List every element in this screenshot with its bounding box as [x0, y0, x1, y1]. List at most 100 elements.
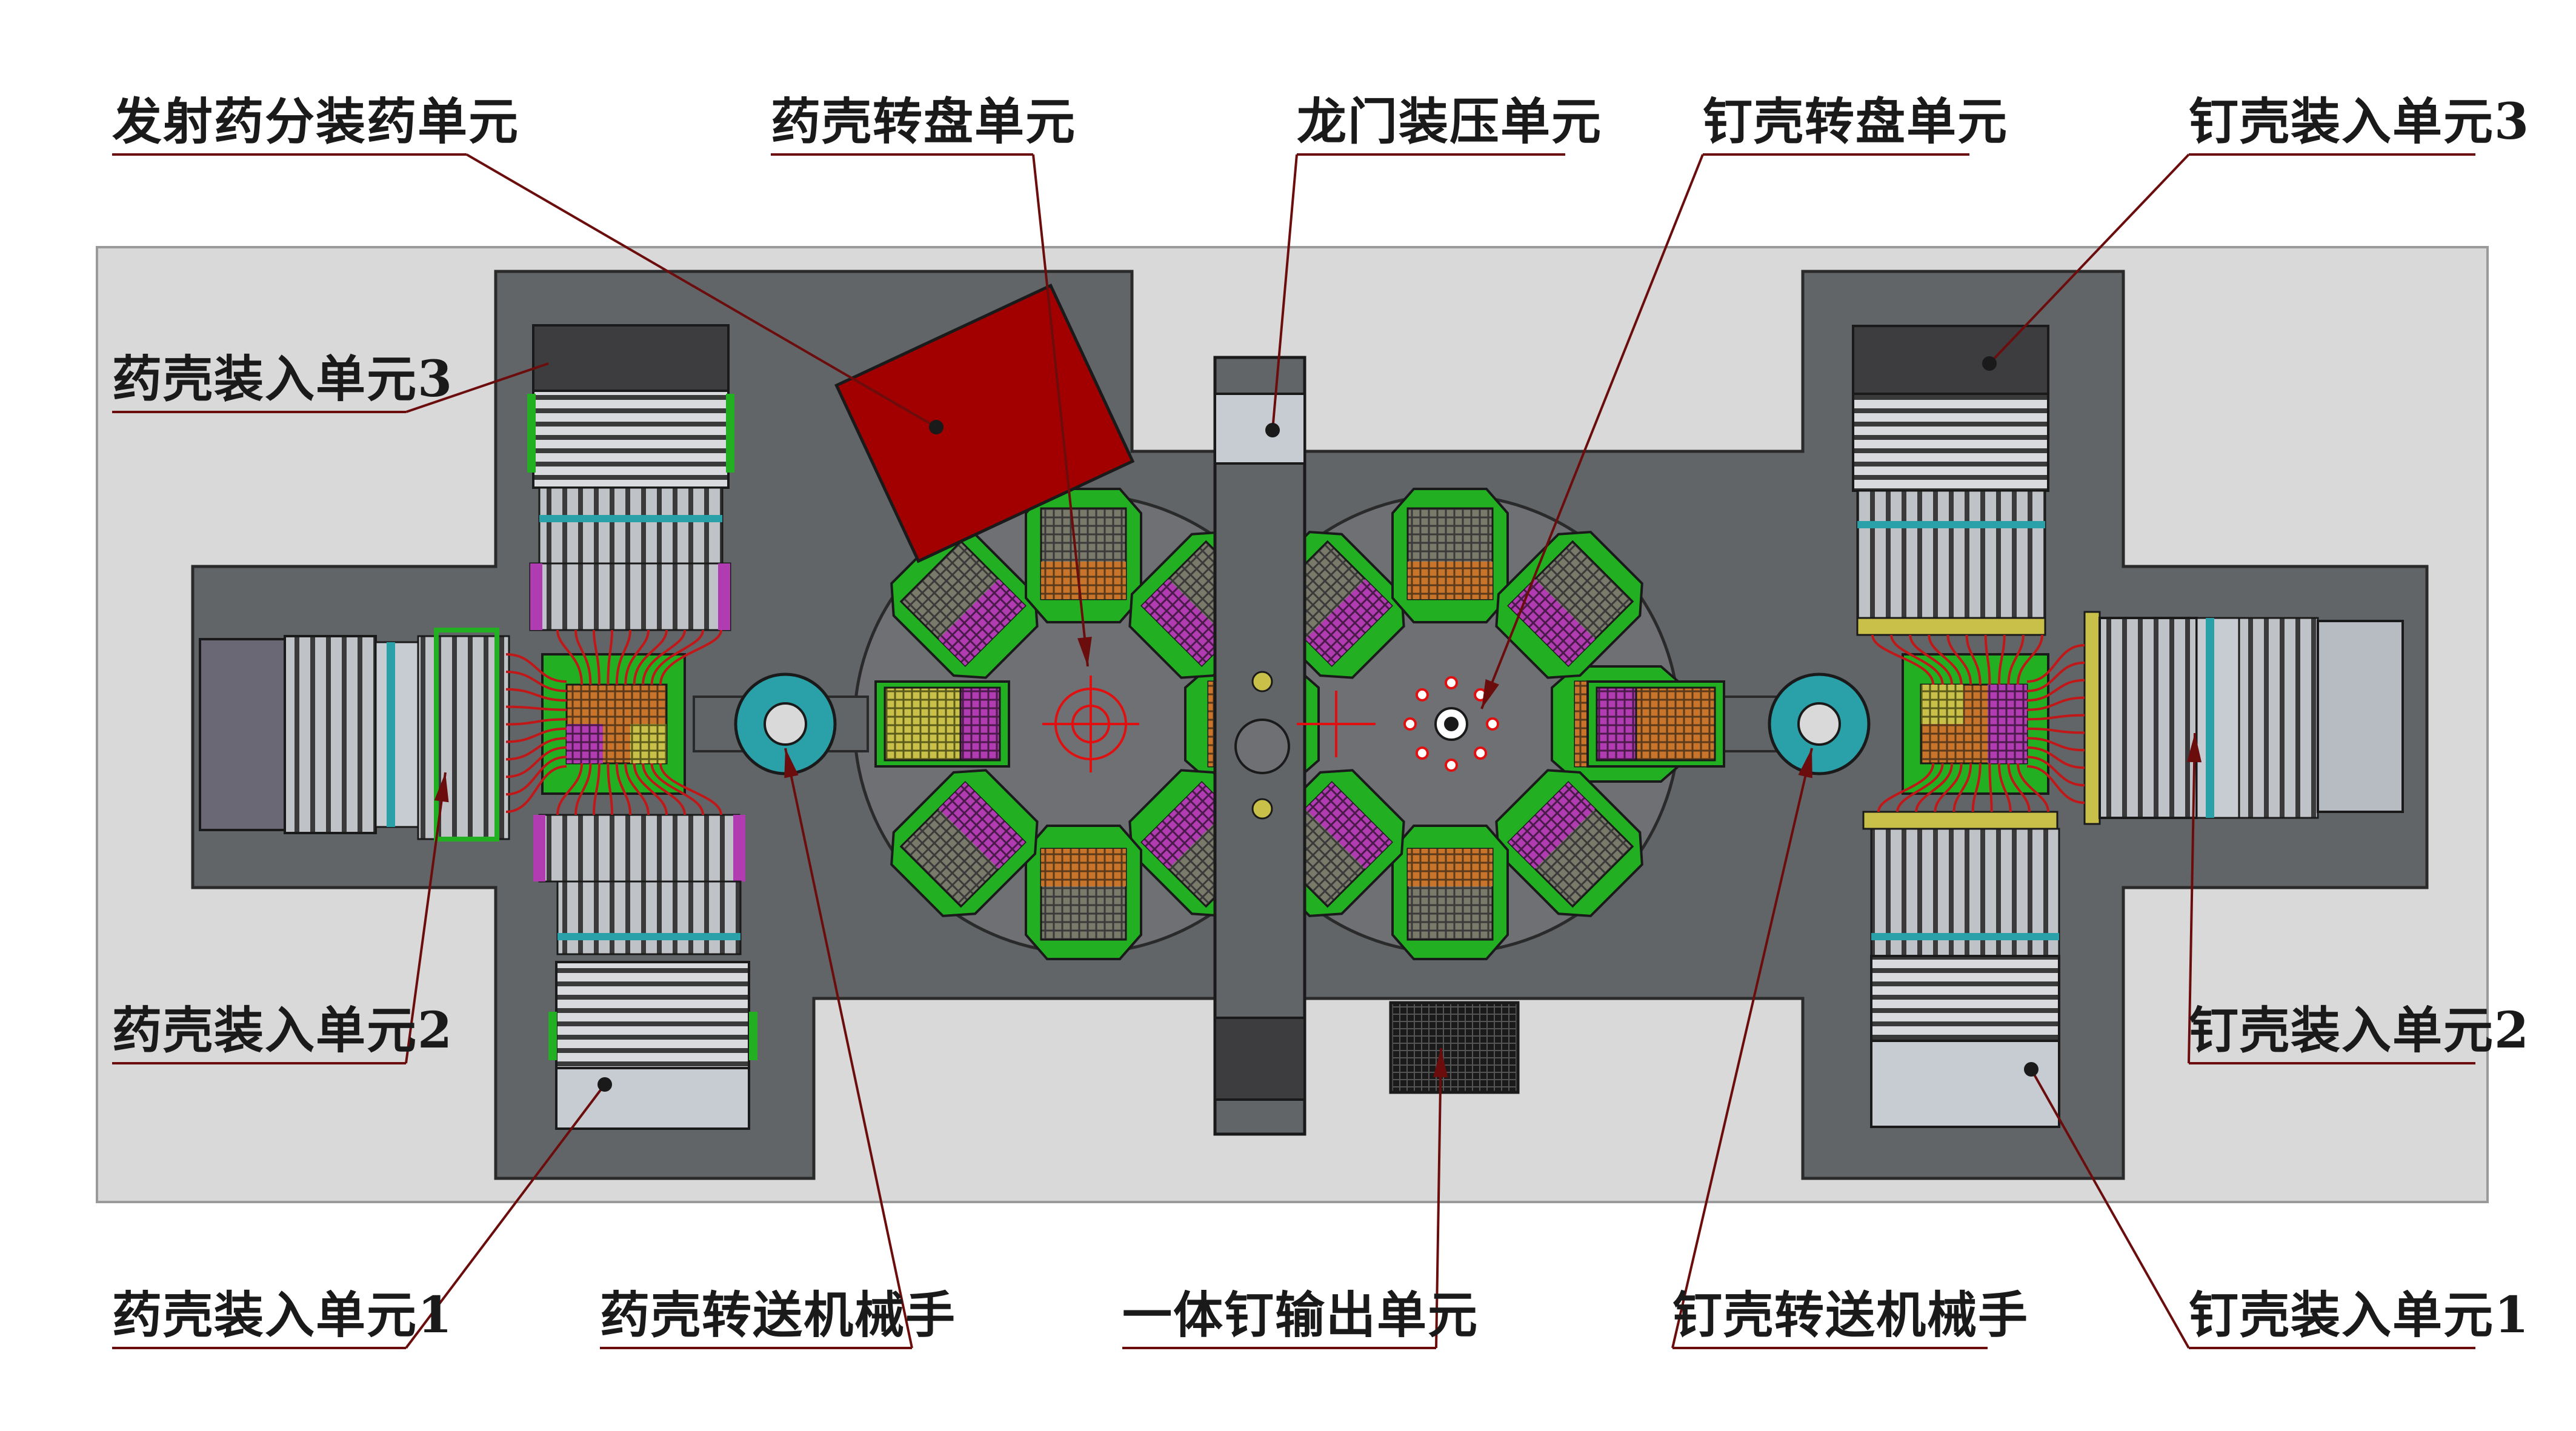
nail-output-unit	[1389, 1001, 1520, 1094]
leader-arrow	[784, 748, 799, 779]
leader-line	[1271, 153, 1565, 431]
powder-load-unit-3	[527, 324, 734, 631]
feed-wire	[574, 629, 592, 685]
feed-wire	[615, 629, 631, 685]
turntable-nest	[1391, 488, 1509, 623]
nail-turntable-center	[1434, 707, 1468, 741]
center-bolt	[1415, 746, 1429, 760]
feed-wire	[1896, 763, 1944, 812]
turntable-nest	[1586, 680, 1725, 768]
feed-wire	[505, 670, 567, 692]
feed-wire	[2026, 765, 2085, 804]
leader-line	[112, 772, 447, 1064]
label-launch-powder-unit: 发射药分装药单元	[112, 93, 520, 151]
label-nail-load-unit-2: 钉壳装入单元2	[2189, 1001, 2531, 1060]
label-nail-transfer-robot: 钉壳转送机械手	[1672, 1286, 2029, 1344]
gantry-press	[1213, 356, 1376, 1136]
feed-wire	[505, 727, 567, 743]
label-powder-load-unit-1: 药壳装入单元1	[112, 1286, 454, 1344]
feed-wire	[2026, 714, 2085, 721]
feed-wire	[2026, 644, 2085, 683]
leader-line	[1988, 153, 2475, 365]
feed-wire	[574, 763, 592, 815]
feed-wire	[1909, 634, 1954, 685]
feed-wire	[2007, 763, 2031, 812]
powder-load-unit-2	[199, 628, 510, 842]
leader-dot	[597, 1077, 612, 1092]
feed-wire	[607, 629, 613, 685]
turntable-nest	[874, 680, 1010, 768]
feed-wire	[1890, 634, 1944, 685]
leader-arrow	[1798, 748, 1812, 779]
leader-line	[112, 362, 549, 413]
feed-wire	[650, 763, 704, 815]
leader-arrow	[2187, 733, 2202, 763]
leader-line	[1480, 153, 1969, 709]
feed-wire	[2026, 679, 2085, 702]
leader-line	[1671, 748, 1988, 1349]
center-bolt	[1486, 717, 1499, 731]
feed-wire	[1997, 763, 2012, 812]
feed-wire	[1988, 763, 1993, 812]
feed-wire	[650, 629, 704, 685]
feed-wire	[1997, 634, 2006, 685]
nail-load-unit-1	[1862, 811, 2060, 1128]
turntable-nest	[890, 531, 1039, 679]
feed-wire	[1971, 763, 1982, 812]
feed-wire	[593, 763, 601, 815]
nail-transfer-robot-ring	[1768, 672, 1871, 775]
nail-feed-block	[1902, 653, 2049, 795]
feed-wire	[1934, 763, 1963, 812]
feed-wire	[642, 763, 686, 815]
feed-wire	[2026, 661, 2085, 692]
leader-arrow	[1482, 679, 1499, 709]
turntable-nest	[1495, 531, 1643, 679]
nail-load-unit-2	[2083, 611, 2404, 825]
label-powder-transfer-robot: 药壳转送机械手	[600, 1286, 957, 1344]
powder-feed-block	[541, 653, 686, 795]
turntable-nest	[1495, 769, 1643, 917]
turntable-nest	[1025, 825, 1142, 960]
feed-wire	[2026, 696, 2085, 711]
leader-arrow	[1077, 637, 1092, 666]
feed-wire	[505, 653, 567, 683]
leader-line	[771, 153, 1089, 667]
turntable-nest	[1025, 488, 1142, 623]
leader-dot	[1265, 423, 1280, 437]
feed-wire	[505, 688, 567, 702]
leader-line	[112, 153, 937, 428]
feed-wire	[2017, 763, 2049, 812]
feed-wire	[556, 629, 583, 685]
feed-wire	[505, 765, 567, 813]
center-bolt	[1403, 717, 1417, 731]
feed-wire	[1965, 634, 1982, 685]
powder-load-unit-1	[533, 814, 757, 1130]
center-bolt	[1445, 759, 1458, 772]
feed-wire	[2017, 634, 2043, 685]
feed-wire	[556, 763, 583, 815]
leader-dot	[1982, 356, 1997, 371]
label-powder-load-unit-2: 药壳装入单元2	[112, 1001, 454, 1060]
feed-wire	[505, 755, 567, 796]
leader-lines	[112, 153, 2475, 1349]
feed-wire	[1877, 763, 1934, 812]
leader-line	[2188, 732, 2475, 1064]
turntable-nest	[890, 769, 1039, 917]
leader-line	[2030, 1069, 2475, 1349]
feed-wire	[1984, 634, 1991, 685]
feed-wire	[2026, 755, 2085, 787]
feed-wire	[615, 763, 631, 815]
feed-wires	[505, 629, 2085, 815]
center-bolt	[1445, 676, 1458, 689]
feed-wire	[1946, 634, 1972, 685]
feed-wire	[633, 629, 668, 685]
feed-wire	[659, 629, 722, 685]
turntable-nest	[1391, 825, 1509, 960]
feed-wire	[505, 705, 567, 711]
launch-powder-unit	[834, 283, 1135, 563]
feed-wire	[624, 763, 650, 815]
feed-wire	[2026, 746, 2085, 769]
label-nail-load-unit-1: 钉壳装入单元1	[2189, 1286, 2531, 1344]
feed-wire	[624, 629, 650, 685]
